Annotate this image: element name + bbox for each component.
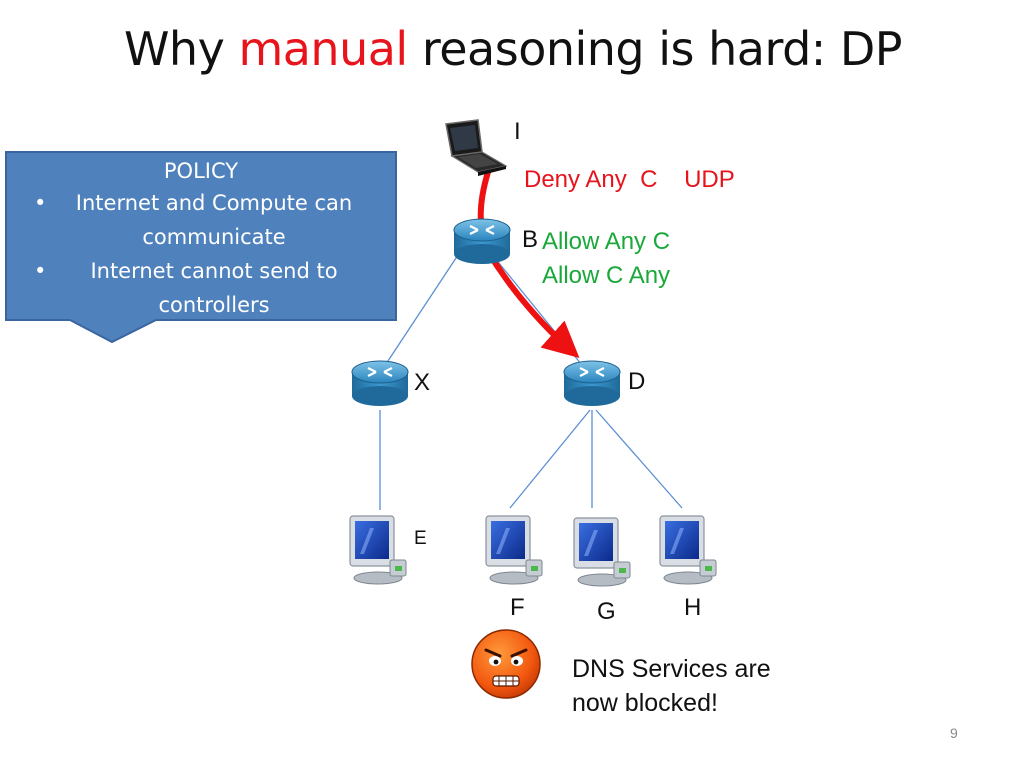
title-manual: manual <box>238 22 408 76</box>
policy-callout-shape <box>5 151 397 344</box>
deny-rule: Deny Any C UDP <box>524 166 735 193</box>
router-icon-d <box>563 360 621 406</box>
policy-item: •Internet and Compute can communicate <box>34 191 353 249</box>
node-label-i: I <box>514 118 521 145</box>
link-b-x <box>381 251 461 371</box>
node-label-f: F <box>510 594 525 621</box>
traffic-path-arrow <box>477 169 580 358</box>
policy-item: •Internet cannot send to controllers <box>34 259 338 317</box>
policy-list: •Internet and Compute can communicate •I… <box>6 186 396 322</box>
blocked-note-line2: now blocked! <box>572 689 718 717</box>
router-icon-b <box>453 218 511 264</box>
slide-title: Why manual reasoning is hard: DP <box>0 22 1024 76</box>
node-label-e: E <box>414 528 427 549</box>
node-label-d: D <box>628 368 646 395</box>
allow-rule-2: Allow C Any <box>542 262 671 289</box>
blocked-note: DNS Services are now blocked! <box>572 652 771 720</box>
policy-item-text: Internet and Compute can communicate <box>75 191 353 249</box>
node-label-g: G <box>597 598 616 625</box>
title-part1: Why <box>123 22 239 76</box>
link-d-h <box>595 409 683 509</box>
link-d-f <box>509 409 591 509</box>
policy-item-text: Internet cannot send to controllers <box>90 259 338 317</box>
blocked-note-line1: DNS Services are <box>572 655 771 683</box>
policy-callout: POLICY •Internet and Compute can communi… <box>6 152 396 322</box>
policy-heading: POLICY <box>163 159 239 183</box>
allow-rule-1: Allow Any C <box>542 228 671 255</box>
computer-icon-f <box>485 515 543 585</box>
node-label-b: B <box>522 226 539 253</box>
node-label-x: X <box>414 369 431 396</box>
computer-icon-h <box>659 515 717 585</box>
angry-face-icon <box>471 629 541 699</box>
laptop-icon <box>445 119 508 176</box>
computer-icon-e <box>349 515 407 585</box>
computer-icon-g <box>573 517 631 587</box>
router-icon-x <box>351 360 409 406</box>
title-part3: reasoning is hard: DP <box>407 22 903 76</box>
page-number: 9 <box>950 725 958 741</box>
node-label-h: H <box>684 594 702 621</box>
